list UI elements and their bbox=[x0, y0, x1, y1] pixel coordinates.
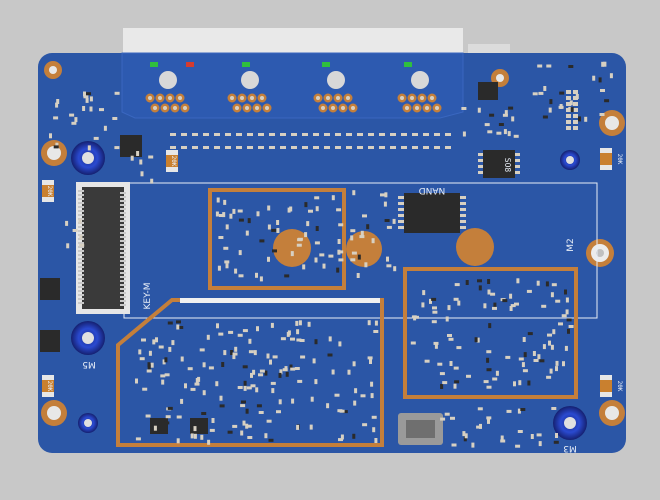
status-leds bbox=[150, 62, 412, 67]
small-ics bbox=[40, 82, 498, 434]
m2-connector-pins bbox=[78, 190, 126, 306]
inductor-core bbox=[406, 420, 435, 438]
standoff-screws bbox=[71, 141, 587, 440]
so8-chip bbox=[483, 150, 515, 178]
capacitors bbox=[42, 148, 612, 397]
label-m2: M2 bbox=[566, 238, 576, 252]
smd-components bbox=[49, 61, 613, 448]
label-20k-4: 20K bbox=[616, 381, 623, 392]
mounting-holes bbox=[41, 61, 625, 426]
nand-chip bbox=[404, 193, 460, 233]
label-20k-3: 20K bbox=[616, 154, 623, 165]
nand-chip-pins bbox=[398, 196, 466, 229]
label-m5: M5 bbox=[82, 359, 96, 369]
m2-connector-slot bbox=[82, 187, 124, 309]
label-20k-5: 20K bbox=[170, 156, 177, 167]
label-20k-1: 20K bbox=[46, 186, 53, 197]
label-20k-2: 20K bbox=[46, 381, 53, 392]
label-so8: SO8 bbox=[503, 158, 512, 173]
label-nand: NAND bbox=[419, 185, 446, 195]
connector-pins bbox=[145, 71, 451, 149]
connector-footprint bbox=[121, 52, 464, 119]
so8-chip-pins bbox=[478, 153, 520, 174]
label-key-m: KEY-M bbox=[143, 282, 153, 309]
ssd-edge-line bbox=[180, 298, 380, 303]
label-m3: M3 bbox=[563, 443, 577, 453]
m2-standoff-hole bbox=[596, 249, 604, 257]
header-pins bbox=[566, 90, 578, 130]
